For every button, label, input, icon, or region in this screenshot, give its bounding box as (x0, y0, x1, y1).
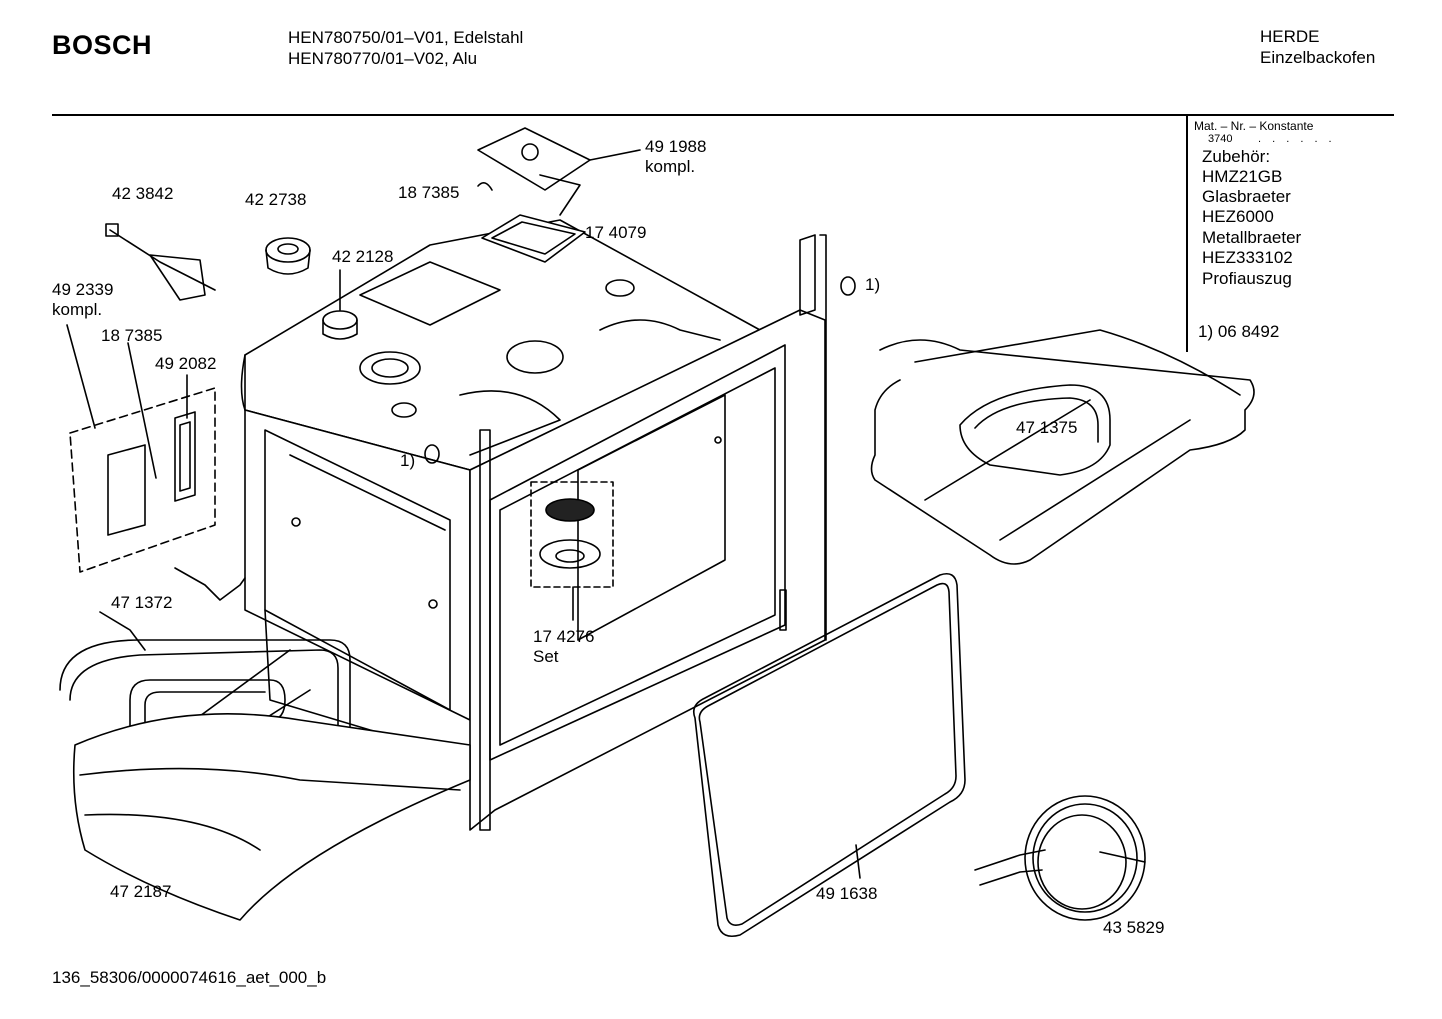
accessory-item: Profiauszug (1202, 269, 1292, 288)
category-subtitle: Einzelbackofen (1260, 48, 1376, 67)
door-seal (692, 572, 966, 938)
temperature-sensor (105, 223, 216, 301)
part-number: 49 2082 (155, 354, 217, 373)
category-title: HERDE (1260, 27, 1320, 46)
connector-plugs (174, 276, 856, 601)
part-number: 18 7385 (101, 326, 163, 345)
oven-side-wall (244, 409, 471, 761)
footnote-marker: 1) (865, 275, 881, 294)
insulation-mat (72, 713, 471, 921)
mat-nr-label: Mat. – Nr. – Konstante (1194, 119, 1314, 133)
part-number: 18 7385 (398, 183, 460, 202)
brand-logo: BOSCH (52, 30, 153, 60)
part-note: Set (533, 647, 559, 666)
side-panel-divider (1186, 116, 1188, 352)
top-bracket-assembly (477, 127, 641, 216)
part-number: 47 2187 (110, 882, 172, 901)
top-heater (870, 329, 1255, 565)
footnote-reference: 1) 06 8492 (1198, 322, 1280, 341)
fan-cover (265, 237, 311, 275)
part-number: 49 2339 (52, 280, 114, 299)
control-module-group (66, 324, 216, 573)
mat-dots: . . . . . . (1258, 133, 1336, 145)
part-number: 43 5829 (1103, 918, 1165, 937)
accessories-title: Zubehör: (1202, 147, 1271, 166)
part-number: 47 1372 (111, 593, 173, 612)
part-note: kompl. (52, 300, 103, 319)
part-number: 42 2128 (332, 247, 394, 266)
part-note: kompl. (645, 157, 696, 176)
accessory-item: HEZ333102 (1202, 248, 1293, 267)
ring-heater (974, 795, 1146, 921)
part-number: 17 4276 (533, 627, 595, 646)
drawing-code: 136_58306/0000074616_aet_000_b (52, 968, 327, 987)
accessory-item: Glasbraeter (1202, 187, 1291, 206)
part-number: 47 1375 (1016, 418, 1078, 437)
accessory-item: HMZ21GB (1202, 167, 1283, 186)
model-line-2: HEN780770/01–V02, Alu (288, 49, 478, 68)
part-number: 17 4079 (585, 223, 647, 242)
accessory-item: HEZ6000 (1202, 207, 1274, 226)
vent-cover (481, 214, 586, 263)
accessory-item: Metallbraeter (1202, 228, 1302, 247)
part-number: 49 1988 (645, 137, 707, 156)
oven-front-frame (469, 234, 827, 831)
mat-constant: 3740 (1208, 133, 1233, 145)
part-number: 42 2738 (245, 190, 307, 209)
part-number: 49 1638 (816, 884, 878, 903)
fan-motor-cap (322, 269, 358, 340)
footnote-marker: 1) (400, 451, 416, 470)
light-cover-set (530, 481, 614, 621)
part-number: 42 3842 (112, 184, 174, 203)
model-line-1: HEN780750/01–V01, Edelstahl (288, 28, 524, 47)
header-divider (52, 114, 1394, 116)
